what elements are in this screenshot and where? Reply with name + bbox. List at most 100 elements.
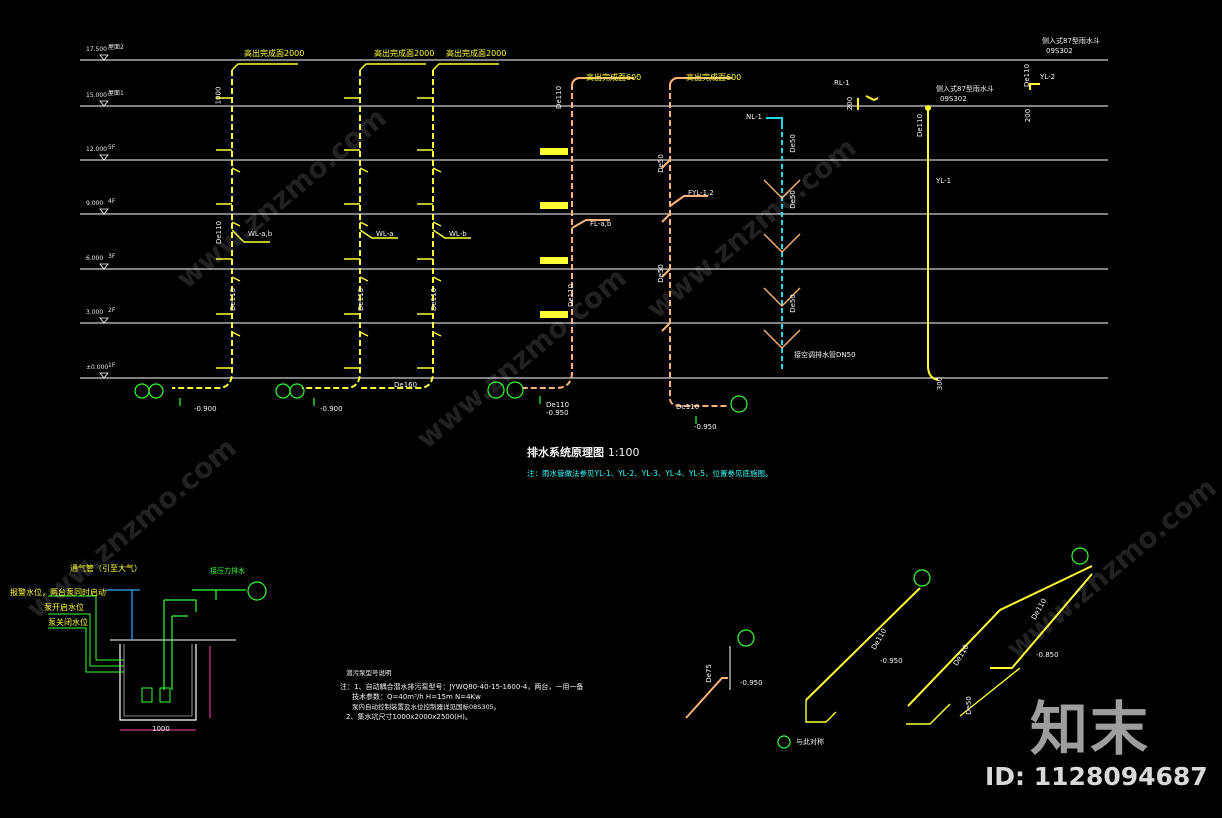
stack-yl-1 [927, 108, 939, 381]
vent-label: 高出完成面2000 [244, 49, 305, 58]
pipe-size-label: De50 [788, 294, 797, 313]
pipe-size-label: De50 [788, 190, 797, 209]
stack-label: WL-a [376, 230, 394, 238]
floor-elev: 6.000 [86, 255, 104, 262]
pipe-size-label: De50 [656, 264, 665, 283]
invert-label: -0.950 [740, 679, 763, 687]
pipe-size-label: De110 [676, 403, 700, 411]
rain-hopper-note: 09S302 [940, 95, 967, 103]
vent-label: 高出完成面2000 [374, 49, 435, 58]
invert-label: -0.950 [880, 657, 903, 665]
pit-label: 泵关闭水位 [48, 618, 88, 627]
pipe-size-label: De50 [788, 134, 797, 153]
vent-label: 高出完成面600 [686, 73, 742, 82]
pipe-size-label: De110 [567, 283, 576, 308]
rain-hopper-note: 09S302 [1046, 47, 1073, 55]
notes-line: 注：1、自动耦合潜水排污泵型号：JYWQ80-40-15-1600-4，两台，一… [340, 683, 584, 691]
drain-fixture [540, 148, 568, 155]
pipe-size-label: De110 [229, 287, 238, 312]
dim-label: 200 [1024, 108, 1033, 123]
diagram-note: 注：雨水管做法参见YL-1、YL-2、YL-3、YL-4、YL-5，位置参见底施… [527, 469, 773, 478]
stack-wl-a [302, 70, 361, 389]
floor-name: 2F [108, 307, 116, 314]
pipe-size-label: De50 [656, 154, 665, 173]
level-markers [99, 54, 109, 379]
stack-wl-ab [172, 70, 233, 389]
stack-label: RL-1 [834, 79, 850, 87]
pipe-size-label: De110 [430, 287, 439, 312]
pit-label: 通气管（引至大气） [70, 564, 142, 573]
stack-wl-b [360, 70, 434, 389]
vent-label: 高出完成面2000 [446, 49, 507, 58]
pipe-size-label: De110 [916, 113, 925, 138]
invert-label: -0.900 [194, 405, 217, 413]
floor-elev: ±0.000 [86, 364, 109, 371]
stack-yl-2 [1029, 83, 1040, 90]
pipe-size-label: De50 [964, 696, 973, 715]
floor-name: 1F [108, 362, 116, 369]
rain-hopper [925, 105, 931, 111]
pipe-size-label: De110 [546, 401, 570, 409]
pipe-size-label: De75 [704, 664, 713, 683]
floor-name: 3F [108, 253, 116, 260]
rain-hopper-note: 侧入式87型雨水斗 [936, 85, 994, 93]
stack-label: FYL-1,2 [688, 189, 714, 197]
floor-name: 4F [108, 198, 116, 205]
nl-stack [766, 117, 783, 372]
pit-label: 接压力排水 [210, 567, 245, 575]
stack-label: WL-a,b [248, 230, 273, 238]
drain-fixture [540, 311, 568, 318]
pipe-size-label: De110 [555, 85, 564, 110]
floor-name: 5F [108, 144, 116, 151]
pit-label: 报警水位，两台泵同时启动 [10, 588, 106, 597]
drain-fixture [540, 202, 568, 209]
yl-stack [857, 83, 1040, 381]
isometric-drawings [685, 547, 1093, 749]
fl-stacks [522, 77, 732, 407]
floor-lines [80, 59, 1108, 379]
stack-label: YL-2 [1040, 73, 1056, 81]
stack-label: YL-1 [936, 177, 952, 185]
wl-stacks [172, 70, 434, 389]
iso-legend: 与此对称 [796, 738, 824, 746]
wl-branches [216, 63, 499, 369]
floor-elev: 15.000 [86, 92, 107, 99]
floor-name: 屋面1 [108, 90, 124, 97]
notes-line: 2、集水坑尺寸1000x2000x2500(H)。 [346, 713, 472, 721]
floor-name: 屋面2 [108, 44, 124, 51]
diagram-title: 排水系统原理图 1:100 [527, 447, 640, 458]
notes-line: 泵内自动控制装置及水位控制器详见国标08S305。 [352, 703, 501, 711]
floor-elev: 9.000 [86, 200, 104, 207]
invert-label: -0.950 [694, 423, 717, 431]
invert-label: -0.900 [320, 405, 343, 413]
brand-id: ID: 1128094687 [985, 762, 1208, 791]
notes-line: 技术参数：Q=40m³/h H=15m N=4Kw [352, 693, 481, 701]
nl-branches [763, 179, 801, 349]
rain-hopper-note: 侧入式87型雨水斗 [1042, 37, 1100, 45]
stack-label: FL-a,b [590, 220, 612, 228]
dim-label: 300 [936, 376, 945, 391]
floor-elev: 12.000 [86, 146, 107, 153]
pump-pit-detail [48, 581, 267, 731]
floor-elev: 3.000 [86, 309, 104, 316]
diagram-title-text: 排水系统原理图 [527, 446, 604, 459]
invert-label: -0.950 [546, 409, 569, 417]
outlet-symbols [134, 381, 748, 424]
stack-fl-ab [522, 84, 573, 389]
dim-label: 1000 [214, 86, 223, 105]
brand-logo: 知末 [1030, 695, 1151, 763]
floor-elev: 17.500 [86, 46, 107, 53]
pipe-size-label: De110 [215, 220, 224, 245]
pipe-size-label: De160 [394, 381, 418, 389]
dim-label: 200 [846, 96, 855, 111]
drain-fixture [540, 257, 568, 264]
floor-drains [540, 148, 568, 318]
diagram-scale: 1:100 [607, 446, 640, 459]
pit-width-dim: 1000 [152, 725, 170, 733]
pit-label: 泵开启水位 [44, 603, 84, 612]
pipe-size-label: De110 [1023, 63, 1032, 88]
invert-label: -0.850 [1036, 651, 1059, 659]
pipe-size-label: De110 [357, 287, 366, 312]
notes-heading: 潜污泵型号说明 [346, 669, 392, 677]
